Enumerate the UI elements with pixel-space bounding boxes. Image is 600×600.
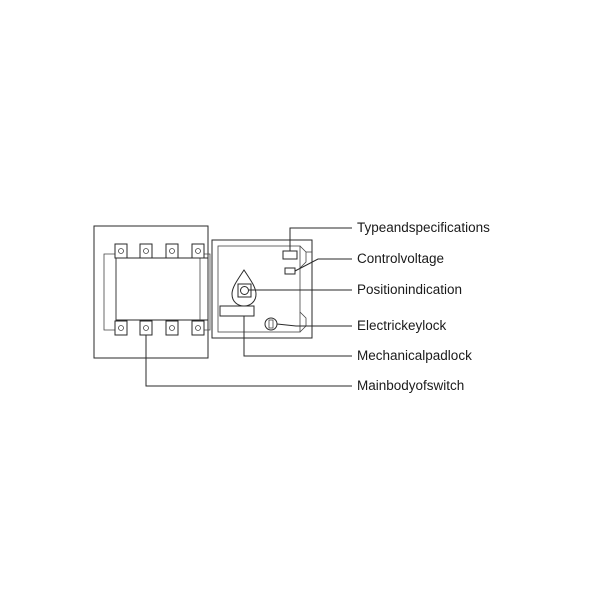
position-indicator [231, 269, 257, 307]
label-type-specs: Typeandspecifications [357, 220, 490, 235]
electric-key-lock [264, 317, 278, 331]
bottom-terminals [114, 320, 205, 336]
label-electric-key-lock: Electrickeylock [357, 318, 447, 333]
type-specs-plate [282, 250, 298, 260]
label-mechanical-padlock: Mechanicalpadlock [357, 348, 472, 363]
label-main-body: Mainbodyofswitch [357, 378, 464, 393]
main-body-housing [93, 225, 211, 359]
control-voltage-plate [284, 267, 296, 275]
mechanical-padlock-slot [219, 305, 255, 317]
leader-lines [145, 227, 352, 387]
control-module [211, 239, 313, 339]
label-control-voltage: Controlvoltage [357, 251, 444, 266]
callout-labels: Typeandspecifications Controlvoltage Pos… [357, 220, 490, 393]
label-position-indication: Positionindication [357, 282, 462, 297]
top-terminals [114, 243, 205, 259]
